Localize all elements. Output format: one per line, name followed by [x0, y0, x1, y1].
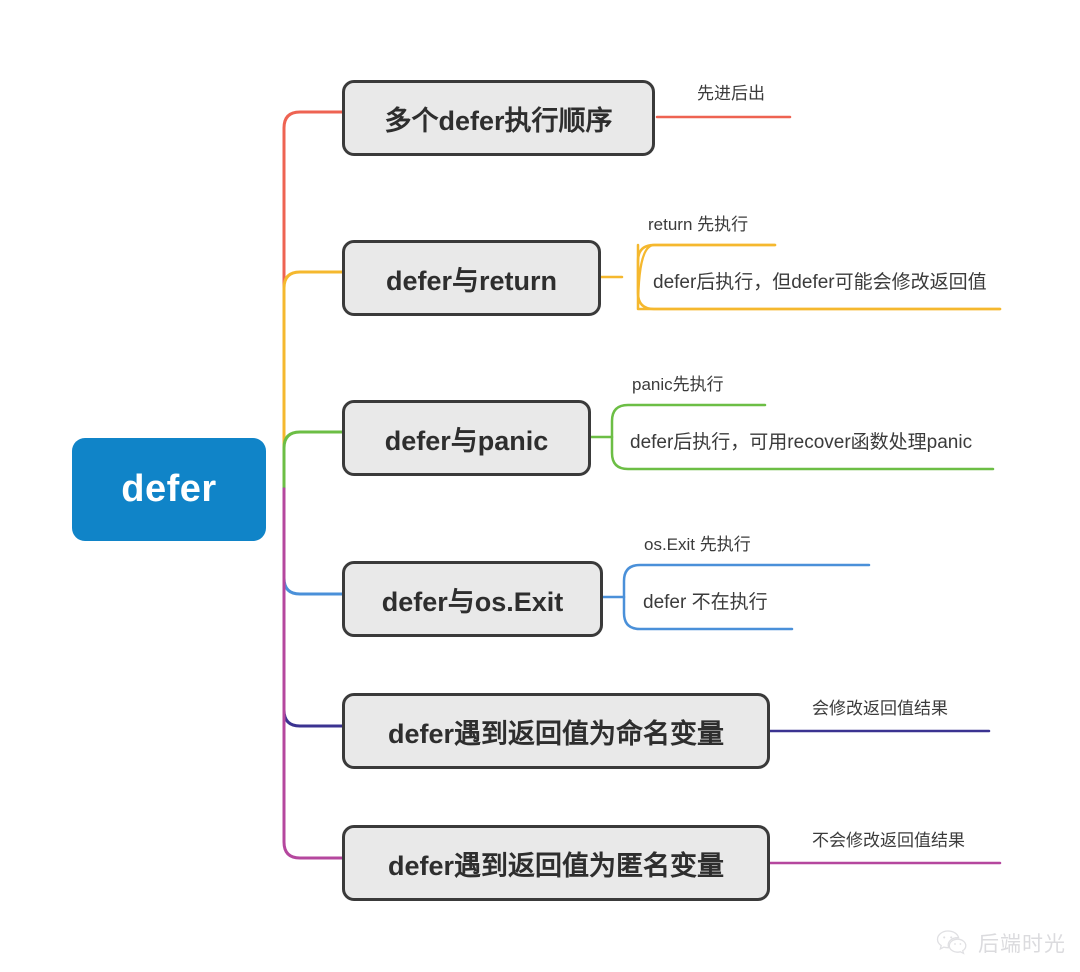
- topic-label-anon-var: defer遇到返回值为匿名变量: [387, 850, 725, 881]
- root-label: defer: [121, 468, 217, 510]
- watermark-text: 后端时光: [978, 933, 1066, 956]
- connector-anon-var: [282, 487, 344, 860]
- leaf-named-var-0-text: 会修改返回值结果: [812, 699, 948, 718]
- topic-node-named-var[interactable]: defer遇到返回值为命名变量: [342, 693, 770, 769]
- leaf-return-1-text: defer后执行，但defer可能会修改返回值: [653, 272, 987, 293]
- topic-label-panic: defer与panic: [384, 425, 549, 456]
- leaf-anon-var-0[interactable]: 不会修改返回值结果: [812, 831, 965, 851]
- leaf-osexit-1-text: defer 不在执行: [643, 592, 768, 613]
- leaf-return-1[interactable]: defer后执行，但defer可能会修改返回值: [653, 272, 987, 294]
- topic-node-anon-var[interactable]: defer遇到返回值为匿名变量: [342, 825, 770, 901]
- leaf-panic-0-text: panic先执行: [632, 375, 724, 394]
- watermark: 后端时光: [936, 928, 1066, 958]
- topic-label-return: defer与return: [385, 265, 558, 296]
- connector-order: [282, 110, 344, 491]
- leaf-osexit-1[interactable]: defer 不在执行: [643, 592, 768, 614]
- wechat-icon: [936, 930, 967, 955]
- leaf-order-0-text: 先进后出: [697, 84, 765, 103]
- topic-node-osexit[interactable]: defer与os.Exit: [342, 561, 603, 637]
- leaf-panic-1[interactable]: defer后执行，可用recover函数处理panic: [630, 432, 972, 454]
- leaf-panic-0[interactable]: panic先执行: [632, 375, 724, 395]
- leaf-named-var-0[interactable]: 会修改返回值结果: [812, 699, 948, 719]
- topic-label-order: 多个defer执行顺序: [384, 105, 613, 136]
- leaf-order-0[interactable]: 先进后出: [697, 84, 765, 104]
- leaf-return-0[interactable]: return 先执行: [648, 215, 748, 235]
- root-node[interactable]: defer: [72, 438, 266, 541]
- topic-node-return[interactable]: defer与return: [342, 240, 601, 316]
- connector-osexit: [282, 487, 344, 596]
- topic-label-osexit: defer与os.Exit: [381, 586, 564, 617]
- topic-node-order[interactable]: 多个defer执行顺序: [342, 80, 655, 156]
- connector-panic: [282, 430, 344, 491]
- leaf-panic-1-text: defer后执行，可用recover函数处理panic: [630, 432, 973, 453]
- topic-label-named-var: defer遇到返回值为命名变量: [387, 718, 725, 749]
- leaf-osexit-0[interactable]: os.Exit 先执行: [644, 535, 751, 555]
- connector-named-var: [282, 487, 344, 728]
- leaf-osexit-0-text: os.Exit 先执行: [644, 535, 751, 554]
- connector-return: [282, 270, 344, 491]
- topic-node-panic[interactable]: defer与panic: [342, 400, 591, 476]
- leaf-anon-var-0-text: 不会修改返回值结果: [812, 831, 965, 850]
- leaf-return-0-text: return 先执行: [648, 215, 749, 234]
